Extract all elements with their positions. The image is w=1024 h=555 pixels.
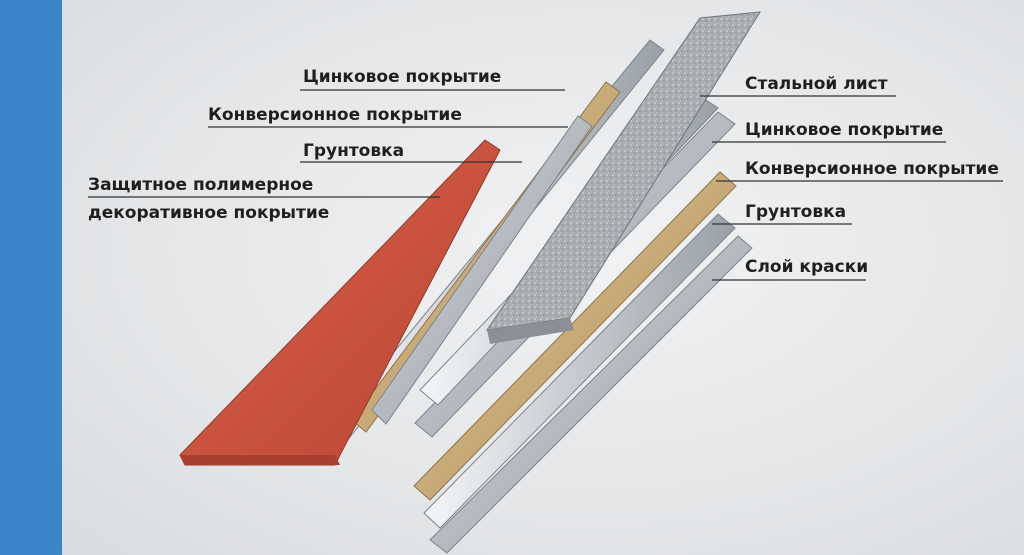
right-paint-layer <box>429 235 753 554</box>
steel-sheet-edge <box>487 318 574 344</box>
left-primer-layer <box>371 115 593 425</box>
steel-sheet-core <box>485 11 761 331</box>
label-right-steel: Стальной лист <box>745 74 888 94</box>
leader-lines <box>88 89 1003 281</box>
right-primer-under-layer <box>423 213 736 529</box>
right-primer-layer <box>413 171 737 501</box>
protective-polymer-edge <box>180 455 340 465</box>
label-left-zinc: Цинковое покрытие <box>303 67 502 87</box>
left-accent-bar <box>0 0 62 555</box>
label-right-paint: Слой краски <box>745 257 869 277</box>
label-left-primer: Грунтовка <box>303 141 405 161</box>
label-left-conversion: Конверсионное покрытие <box>208 105 462 125</box>
label-right-primer: Грунтовка <box>745 202 847 222</box>
label-right-zinc: Цинковое покрытие <box>745 120 944 140</box>
label-left-protective-line2: декоративное покрытие <box>88 203 330 223</box>
label-right-conversion: Конверсионное покрытие <box>745 159 999 179</box>
label-left-protective-line1: Защитное полимерное <box>88 175 314 195</box>
